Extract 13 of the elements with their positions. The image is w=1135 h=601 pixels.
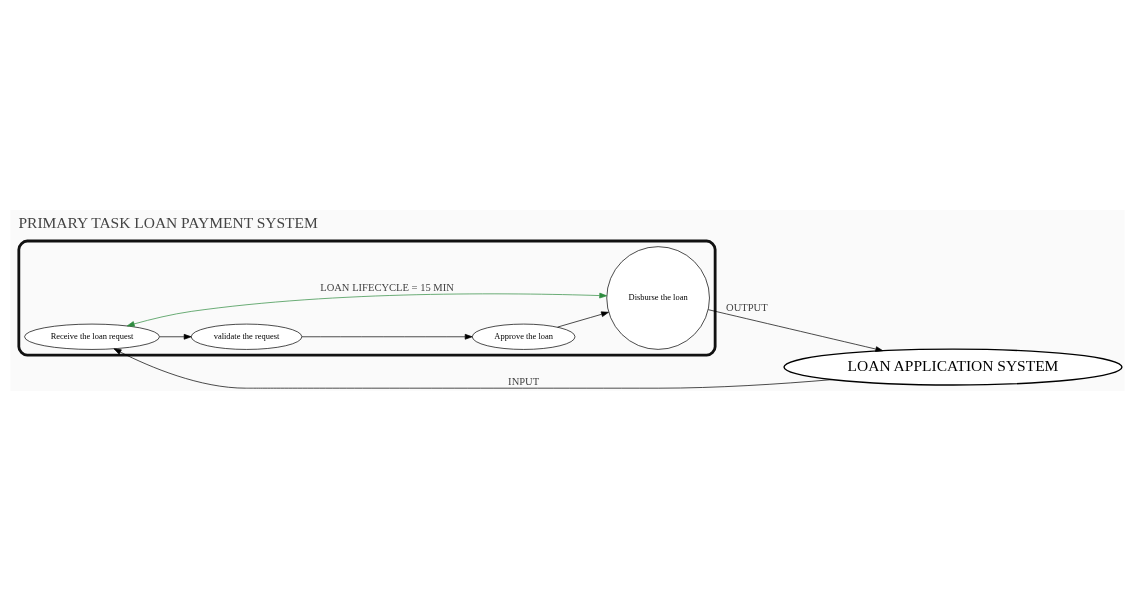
edge-label: OUTPUT <box>726 302 768 314</box>
arrow <box>113 348 833 389</box>
arrow <box>301 333 473 340</box>
node-ellipse: Approve the loan <box>471 323 576 350</box>
node-circle: Disburse the loan <box>606 246 710 350</box>
node-ellipse: validate the request <box>190 323 303 350</box>
arrow <box>557 311 609 328</box>
edge-label: LOAN LIFECYCLE = 15 MIN <box>320 281 454 293</box>
edge-label: INPUT <box>508 375 540 387</box>
arrow <box>159 333 192 340</box>
arrow <box>126 292 608 327</box>
arrow <box>707 309 884 352</box>
diagram-title: PRIMARY TASK LOAN PAYMENT SYSTEM <box>18 214 318 232</box>
